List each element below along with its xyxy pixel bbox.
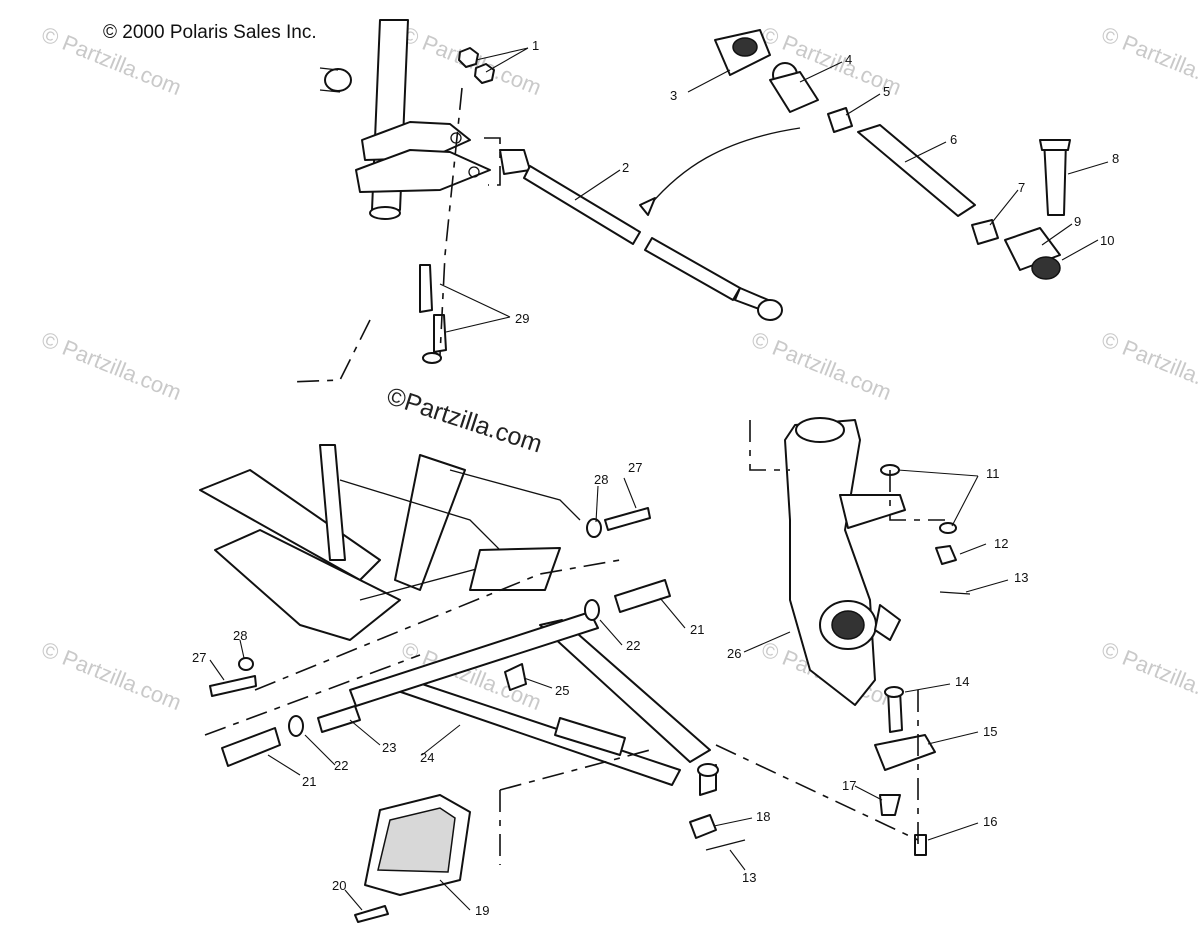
callout-14: 14 — [955, 674, 969, 689]
tie-rod-end-parts — [639, 29, 1071, 280]
callout-27: 27 — [192, 650, 206, 665]
tie-rod — [499, 149, 783, 321]
callout-21: 21 — [302, 774, 316, 789]
callout-23: 23 — [382, 740, 396, 755]
spindle — [784, 417, 906, 706]
callout-28: 28 — [233, 628, 247, 643]
callout-9: 9 — [1074, 214, 1081, 229]
centerlines — [204, 87, 945, 865]
callout-7: 7 — [1018, 180, 1025, 195]
callout-10: 10 — [1100, 233, 1114, 248]
callout-17: 17 — [842, 778, 856, 793]
watermark: © Partzilla.com — [1098, 21, 1200, 100]
callout-labels: 1 2 3 4 5 6 7 8 9 10 11 12 13 13 14 15 1… — [192, 38, 1119, 918]
callout-8: 8 — [1112, 151, 1119, 166]
callout-27: 27 — [628, 460, 642, 475]
callout-2: 2 — [622, 160, 629, 175]
callout-28: 28 — [594, 472, 608, 487]
leader-lines — [209, 47, 1109, 911]
callout-3: 3 — [670, 88, 677, 103]
copyright-text: © 2000 Polaris Sales Inc. — [103, 22, 317, 43]
callout-13: 13 — [1014, 570, 1028, 585]
callout-22: 22 — [334, 758, 348, 773]
callout-4: 4 — [845, 52, 852, 67]
callout-1: 1 — [532, 38, 539, 53]
watermark: © Partzilla.com — [38, 636, 185, 715]
callout-13: 13 — [742, 870, 756, 885]
nut — [458, 47, 495, 84]
callout-25: 25 — [555, 683, 569, 698]
a-arm — [349, 611, 719, 796]
watermark: © Partzilla.com — [38, 326, 185, 405]
watermark: © Partzilla.com — [748, 326, 895, 405]
callout-15: 15 — [983, 724, 997, 739]
callout-16: 16 — [983, 814, 997, 829]
callout-6: 6 — [950, 132, 957, 147]
watermark: © Partzilla.com — [1098, 326, 1200, 405]
callout-21: 21 — [690, 622, 704, 637]
callout-19: 19 — [475, 903, 489, 918]
callout-20: 20 — [332, 878, 346, 893]
callout-18: 18 — [756, 809, 770, 824]
callout-11: 11 — [986, 466, 1000, 481]
steering-post — [319, 19, 491, 220]
callout-29: 29 — [515, 311, 529, 326]
frame — [199, 444, 581, 641]
callout-22: 22 — [626, 638, 640, 653]
bushings — [209, 507, 671, 767]
skid-plate — [354, 794, 471, 923]
hardware-right — [689, 464, 971, 856]
bolts — [419, 264, 447, 364]
callout-24: 24 — [420, 750, 434, 765]
callout-12: 12 — [994, 536, 1008, 551]
watermark: © Partzilla.com — [1098, 636, 1200, 715]
callout-5: 5 — [883, 84, 890, 99]
callout-26: 26 — [727, 646, 741, 661]
